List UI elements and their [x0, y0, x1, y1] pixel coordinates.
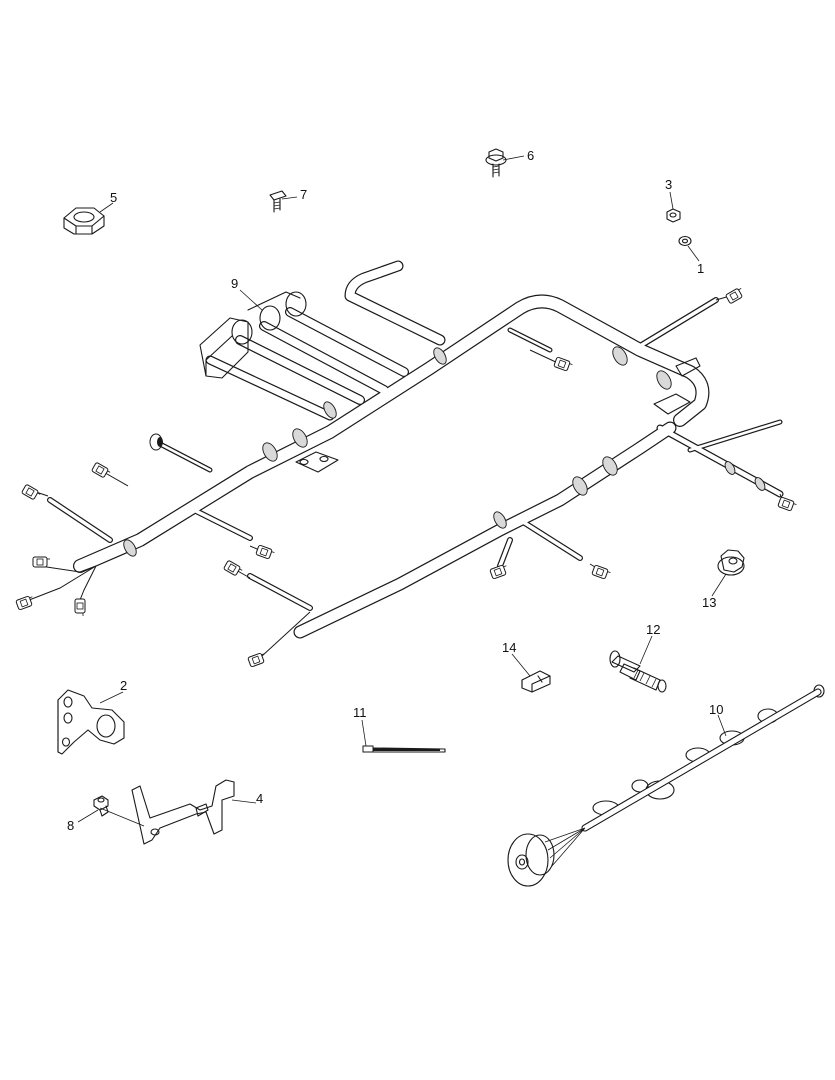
hex-nut-icon: [63, 207, 105, 235]
connector-icon: [223, 560, 243, 576]
connector-icon: [553, 356, 573, 372]
callout-labels: 1 2 3 4 5 6 7 8 9 10 11 12 13 14: [67, 148, 723, 833]
harness-branch-1-fill: [188, 506, 252, 540]
harness-right-stub-fill: [688, 420, 782, 452]
callout-8: 8: [67, 818, 74, 833]
connector-icon: [74, 598, 86, 616]
junction-block-icon: [199, 291, 307, 379]
branch-wire: [23, 565, 97, 603]
callout-9: 9: [231, 276, 238, 291]
callout-2: 2: [120, 678, 127, 693]
callout-leaders: [77, 155, 727, 827]
grommet-icon: [149, 433, 163, 451]
harness-clamp-icon: [295, 357, 701, 473]
tape-band: [493, 511, 507, 529]
harness-bundle-c-fill: [286, 308, 408, 376]
connector-icon: [15, 595, 33, 611]
callout-11: 11: [353, 705, 367, 720]
callout-3: 3: [665, 177, 672, 192]
tape-band: [754, 477, 766, 491]
tape-band: [262, 442, 278, 462]
connector-icon: [725, 288, 743, 304]
tape-band: [724, 461, 736, 475]
callout-13: 13: [702, 595, 716, 610]
callout-1: 1: [697, 261, 704, 276]
harness-main-trunk: [73, 294, 710, 573]
connector-icon: [591, 564, 611, 580]
tape-band: [433, 347, 447, 365]
tape-band: [292, 428, 308, 448]
tape-band: [612, 346, 628, 366]
long-bracket-icon: [131, 779, 235, 845]
stud-icon: [609, 650, 667, 693]
harness-lower-trunk-fill: [294, 422, 676, 638]
harness-bundle-a-fill: [236, 336, 364, 404]
clip-icon: [521, 670, 551, 693]
branch-wire: [79, 565, 97, 601]
main-wiring-harness: [47, 260, 784, 639]
bolt-icon: [269, 190, 287, 213]
harness-branch-3-fill: [498, 538, 512, 568]
tape-band: [602, 456, 618, 476]
connector-icon: [777, 496, 797, 512]
tape-band: [572, 476, 588, 496]
connector-icon: [489, 564, 507, 580]
harness-branch-2-fill: [518, 518, 582, 560]
screw-icon: [93, 795, 109, 817]
tape-band: [123, 539, 137, 557]
harness-bundle-d-fill: [206, 356, 334, 420]
callout-6: 6: [527, 148, 534, 163]
harness-top-pipe-fill: [345, 261, 445, 345]
harness-bundle-b-fill: [260, 322, 388, 394]
connector-icon: [21, 484, 41, 500]
harness-branch-4-fill: [248, 574, 312, 610]
harness-branch-6-fill: [158, 442, 212, 472]
connector-icon: [247, 652, 265, 668]
connector-plugs: [15, 288, 797, 668]
flange-bolt-icon: [485, 148, 507, 178]
sub-harness-grommet-icon: [507, 684, 825, 887]
harness-branches: [23, 295, 785, 657]
harness-branch-5-fill: [48, 498, 112, 542]
connector-icon: [91, 462, 111, 478]
callout-10: 10: [709, 702, 723, 717]
harness-branch-7-fill: [508, 328, 552, 352]
callout-5: 5: [110, 190, 117, 205]
callout-7: 7: [300, 187, 307, 202]
tape-band: [323, 401, 337, 419]
bracket-icon: [57, 689, 125, 755]
branch-wire: [39, 565, 97, 573]
connector-icon: [32, 556, 50, 568]
tape-band: [656, 370, 672, 390]
washer-icon: [678, 235, 692, 247]
flange-nut-icon: [717, 549, 745, 576]
callout-12: 12: [646, 622, 660, 637]
callout-4: 4: [256, 791, 263, 806]
harness-main-trunk-fill: [74, 295, 709, 572]
connector-icon: [255, 544, 275, 560]
cable-tie-icon: [362, 745, 446, 753]
harness-upper-right-branch-fill: [638, 298, 718, 348]
branch-wire: [261, 611, 311, 657]
callout-14: 14: [502, 640, 516, 655]
small-nut-icon: [666, 208, 681, 223]
